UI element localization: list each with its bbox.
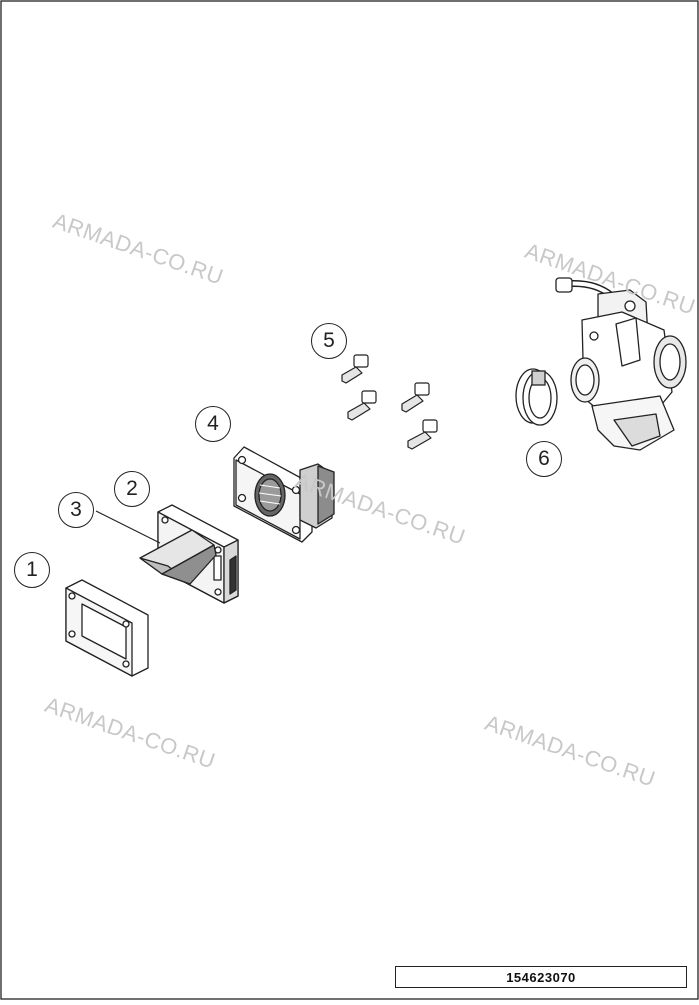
bolt: [401, 382, 430, 413]
bolt: [341, 354, 369, 384]
bolt: [347, 390, 377, 421]
carburetor: [555, 277, 687, 451]
document-number: 154623070: [506, 969, 576, 985]
part-4-intake-flange: [233, 446, 335, 543]
part-6-hose-clamp: [515, 368, 558, 426]
leader-3: [95, 510, 161, 544]
callout-2: 2: [114, 471, 150, 507]
part-5-bolts: [341, 354, 438, 450]
callout-3: 3: [58, 492, 94, 528]
bolt: [407, 419, 438, 450]
callout-5: 5: [311, 323, 347, 359]
callout-1: 1: [14, 552, 50, 588]
callout-4: 4: [195, 406, 231, 442]
callout-6: 6: [526, 441, 562, 477]
part-1-gasket: [65, 579, 149, 677]
document-number-box: 154623070: [395, 966, 687, 988]
part-3-reed-petal: [139, 529, 217, 585]
